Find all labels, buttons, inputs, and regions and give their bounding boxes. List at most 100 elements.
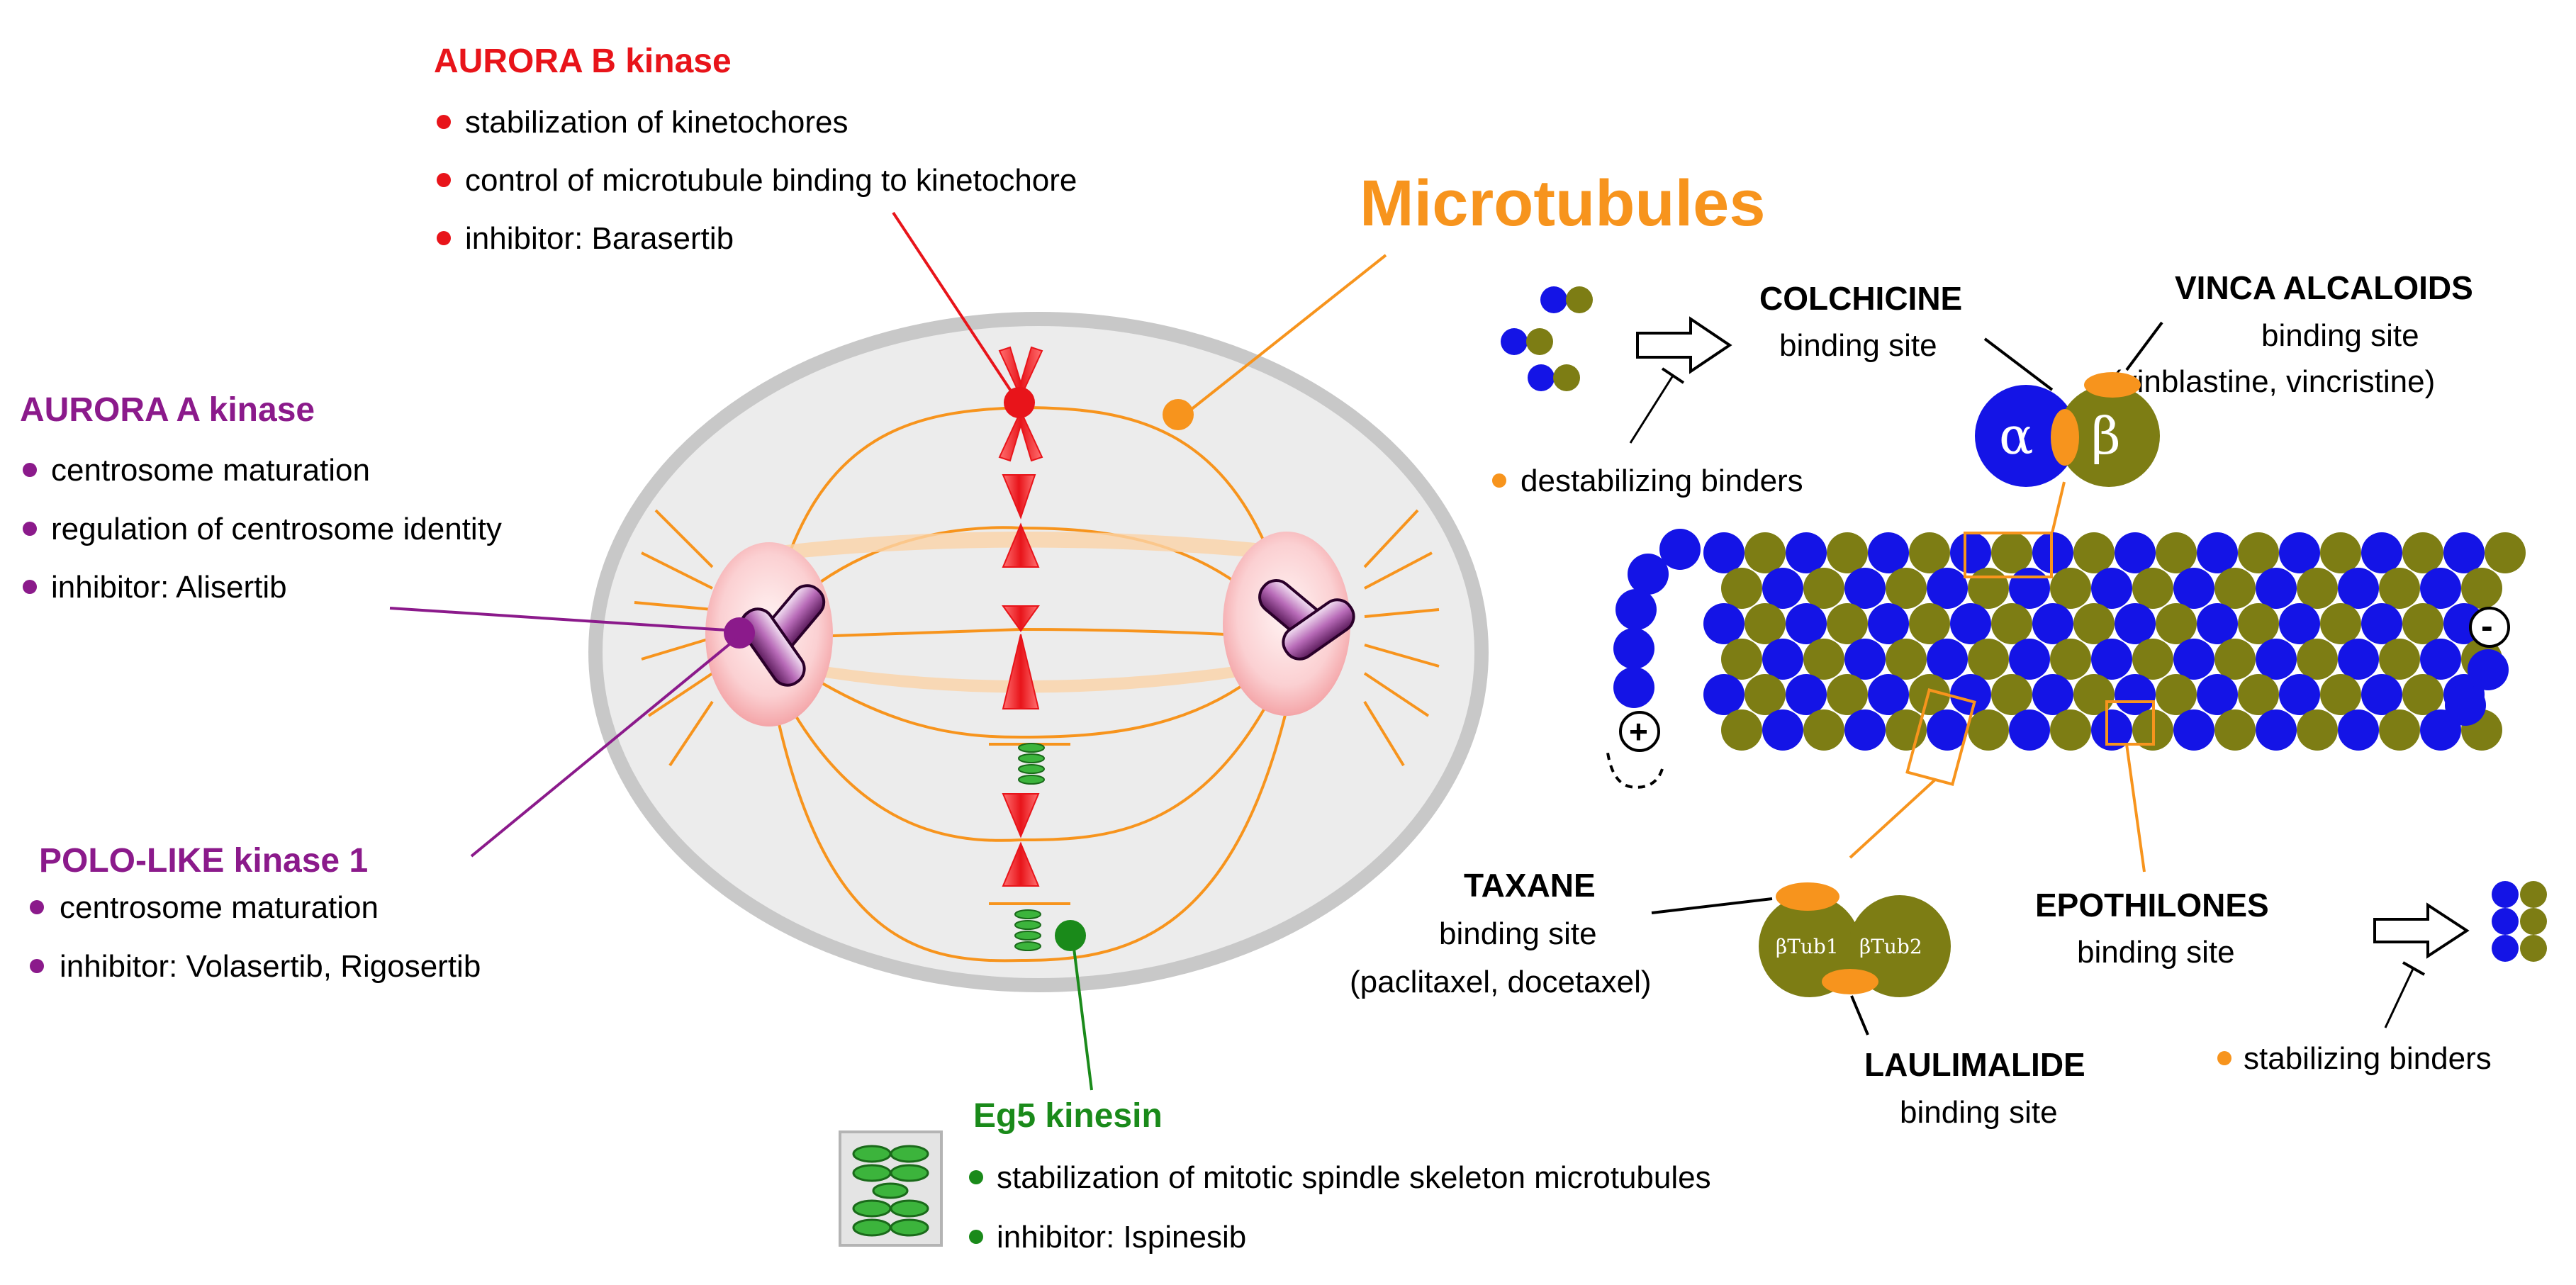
laulimalide-name: LAULIMALIDE (1864, 1046, 2085, 1083)
tubulin-subunit (1803, 639, 1844, 680)
tubulin-subunit (1613, 628, 1654, 669)
tubulin-subunit (2461, 568, 2502, 609)
bullet (437, 115, 451, 129)
tubulin-subunit (2468, 649, 2509, 690)
tubulin-subunit (2073, 674, 2115, 715)
alpha-beta-dimer: α β (1975, 372, 2160, 487)
aurora-b-title: AURORA B kinase (434, 43, 732, 80)
plus-end-marker (1619, 711, 1660, 752)
aurora-b-item: inhibitor: Barasertib (465, 221, 734, 256)
tubulin-subunit (2402, 532, 2443, 573)
vinca-detail: (vinblastine, vincristine) (2111, 364, 2435, 399)
epothilones-highlight-box (2105, 700, 2155, 746)
tubulin-subunit (2361, 674, 2402, 715)
tubulin-subunit (2073, 532, 2115, 573)
tubulin-subunit (2197, 603, 2238, 644)
tubulin-subunit (1786, 674, 1827, 715)
tubulin-subunit (2091, 709, 2132, 751)
tubulin-subunit (1968, 709, 2009, 751)
tubulin-subunit (2443, 532, 2485, 573)
tubulin-subunit (2297, 568, 2338, 609)
polo-pointer-line (470, 636, 739, 858)
dimer-lattice-pointer (2051, 481, 2066, 534)
destabilize-inhibit-bar (1661, 367, 1685, 384)
microtubule-lattice (1613, 529, 2526, 751)
tubulin-subunit (1615, 589, 1657, 630)
stabilized-dimers (2492, 881, 2547, 962)
destabilize-arrow (1636, 316, 1732, 374)
aurora-a-item: centrosome maturation (51, 453, 370, 488)
chromosome (1002, 474, 1040, 568)
taxane-highlight-box (1905, 688, 1976, 786)
bullet (437, 173, 451, 187)
stabilizing-label: stabilizing binders (2244, 1041, 2492, 1076)
polo-item: centrosome maturation (60, 890, 379, 925)
plus-end-symbol: + (1629, 713, 1648, 750)
kinesin-icon (852, 1145, 929, 1237)
tubulin-subunit (2091, 568, 2132, 609)
eg5-panel: Eg5 kinesin stabilization of mitotic spi… (839, 920, 1711, 1255)
aurora-a-title: AURORA A kinase (20, 391, 315, 429)
eg5-title: Eg5 kinesin (973, 1097, 1163, 1135)
aurora-b-marker (1004, 387, 1035, 418)
tubulin-subunit (2214, 568, 2256, 609)
stabilize-inhibit-bar (2402, 961, 2425, 976)
stabilizing-panel: TAXANE binding site (paclitaxel, docetax… (1350, 743, 2547, 1130)
microtubules-title: Microtubules (1360, 167, 1765, 240)
taxane-name: TAXANE (1464, 867, 1596, 904)
tubulin-subunit (2032, 603, 2073, 644)
tubulin-subunit (1628, 554, 1669, 595)
tubulin-subunit (2050, 639, 2091, 680)
taxane-sub: binding site (1439, 916, 1597, 951)
right-centrosome (1223, 532, 1355, 716)
tubulin-subunit (2238, 532, 2279, 573)
tubulin-subunit (2009, 639, 2050, 680)
tubulin-subunit (2379, 568, 2420, 609)
colchicine-pointer (1983, 337, 2054, 391)
minus-end-symbol: - (2481, 606, 2493, 646)
destabilizing-panel: destabilizing binders COLCHICINE binding… (1492, 269, 2473, 534)
alpha-symbol: α (1999, 406, 2034, 466)
tubulin-subunit (1909, 532, 1950, 573)
tubulin-subunit (1703, 674, 1745, 715)
bullet (1492, 473, 1506, 488)
taxane-site (1776, 882, 1839, 911)
eg5-item: stabilization of mitotic spindle skeleto… (997, 1160, 1711, 1195)
tubulin-subunit (1927, 709, 1968, 751)
microtubules-panel: Microtubules (1163, 167, 1765, 430)
bullet (23, 522, 37, 536)
tubulin-subunit (2009, 709, 2050, 751)
tubulin-subunit (2402, 603, 2443, 644)
tubulin-subunit (2115, 532, 2156, 573)
tubulin-subunit (1991, 532, 2032, 573)
beta-symbol: β (2091, 406, 2121, 466)
tubulin-subunit (2091, 639, 2132, 680)
epothilones-lattice-pointer (2125, 743, 2146, 872)
aurora-b-pointer-line (892, 211, 1019, 402)
tubulin-subunit (2402, 674, 2443, 715)
tubulin-subunit (1886, 639, 1927, 680)
tubulin-subunit (1927, 639, 1968, 680)
colchicine-sub: binding site (1779, 328, 1937, 363)
bullet (23, 463, 37, 477)
tubulin-subunit (2297, 639, 2338, 680)
tubulin-subunit (1844, 709, 1886, 751)
tubulin-subunit (1721, 709, 1762, 751)
btub2 (1849, 895, 1951, 997)
tubulin-subunit (1909, 674, 1950, 715)
tubulin-subunit (2115, 603, 2156, 644)
alpha-tubulin (1975, 385, 2077, 487)
microtubules-marker (1163, 399, 1194, 430)
mitotic-cell (588, 312, 1489, 992)
tubulin-subunit (1868, 674, 1909, 715)
free-tubulin-dimers (1501, 286, 1593, 391)
tubulin-subunit (2132, 568, 2173, 609)
colchicine-site (2051, 409, 2079, 466)
tubulin-subunit (2173, 639, 2214, 680)
tubulin-subunit (2279, 603, 2320, 644)
destabilize-inhibit-line (1629, 375, 1674, 444)
tubulin-subunit (2279, 674, 2320, 715)
tubulin-subunit (2214, 709, 2256, 751)
tubulin-subunit (2338, 568, 2379, 609)
